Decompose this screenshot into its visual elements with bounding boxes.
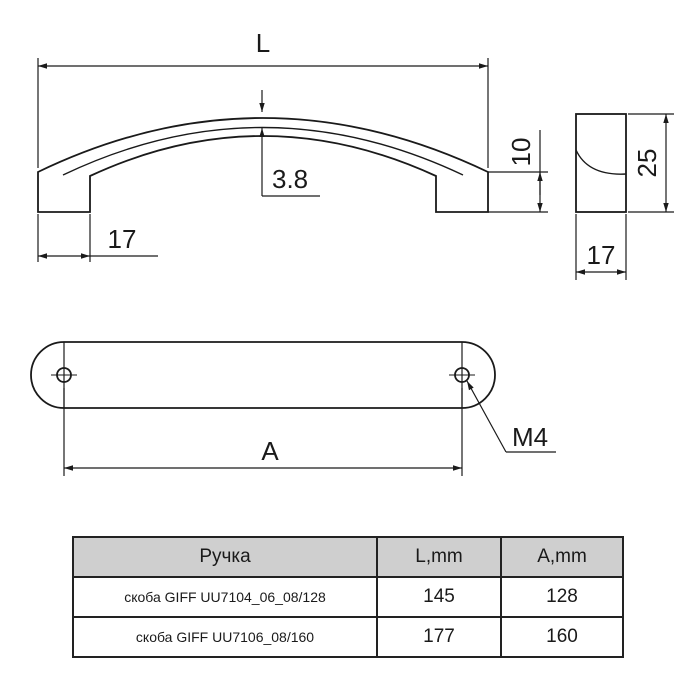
top-outline (30, 341, 496, 409)
header-L: L,mm (376, 536, 502, 578)
handle-inner-edge (62, 126, 464, 176)
center-marks (51, 362, 475, 388)
side-profile (575, 113, 627, 213)
dimension-A (63, 388, 463, 476)
table-row: скоба GIFF UU7104_06_08/128 145 128 (72, 576, 624, 618)
spec-table: Ручка L,mm A,mm скоба GIFF UU7104_06_08/… (72, 536, 624, 658)
handle-outline (37, 117, 489, 213)
dim-label-A: A (261, 436, 279, 466)
cell-A: 160 (500, 616, 624, 658)
dim-label-foot-17: 17 (108, 224, 137, 254)
cell-L: 145 (376, 576, 502, 618)
cell-A: 128 (500, 576, 624, 618)
dim-label-L: L (256, 28, 270, 58)
cell-L: 177 (376, 616, 502, 658)
front-view (37, 117, 489, 213)
dimension-3-8 (259, 90, 320, 197)
table-row: скоба GIFF UU7106_08/160 177 160 (72, 616, 624, 658)
dim-label-25: 25 (632, 149, 662, 178)
dimension-L (37, 58, 489, 168)
cell-name: скоба GIFF UU7104_06_08/128 (72, 576, 378, 618)
header-A: A,mm (500, 536, 624, 578)
cell-name: скоба GIFF UU7106_08/160 (72, 616, 378, 658)
dim-label-10: 10 (506, 138, 536, 167)
dimension-25 (628, 113, 674, 213)
table-header-row: Ручка L,mm A,mm (72, 536, 624, 578)
dim-label-3-8: 3.8 (272, 164, 308, 194)
thread-leader (466, 380, 556, 453)
dimension-foot-17 (37, 214, 158, 262)
dim-label-M4: M4 (512, 422, 548, 452)
dimension-width-17 (575, 214, 627, 280)
dim-label-width-17: 17 (587, 240, 616, 270)
side-groove (575, 149, 627, 175)
top-view (30, 341, 496, 409)
dimension-10 (488, 130, 548, 213)
side-view (575, 113, 627, 213)
header-name: Ручка (72, 536, 378, 578)
